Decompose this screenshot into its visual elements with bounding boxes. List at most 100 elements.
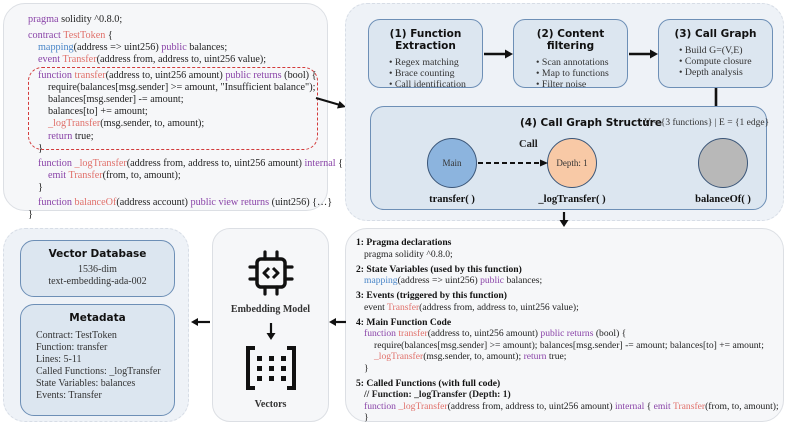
arrow-model-to-vectors (266, 323, 276, 340)
edge-label: Call (519, 139, 538, 150)
code-token: public returns (225, 70, 282, 82)
code-token: _logTransfer (48, 118, 101, 130)
code-line: emit Transfer(from, to, amount); (48, 169, 181, 182)
metadata-item: Contract: TestToken (36, 330, 117, 341)
node-depth: Depth: 1 (556, 158, 588, 168)
analysis-pipeline-panel: (1) Function Extraction Regex matching B… (345, 3, 784, 221)
embedding-model-label: Embedding Model (230, 304, 311, 315)
embedding-model-panel: Embedding Model Vectors (212, 228, 329, 422)
stage-items: Regex matching Brace counting Call ident… (369, 57, 482, 90)
code-token: pragma solidity ^0.8.0; (364, 248, 453, 260)
arrow-stage2-to-stage3 (629, 49, 658, 59)
code-token: function (38, 157, 72, 169)
code-token: balances; (186, 42, 228, 54)
stage-call-graph: (3) Call Graph Build G=(V,E) Compute clo… (658, 19, 773, 88)
code-line: pragma solidity ^0.8.0; (28, 13, 122, 26)
context-code-line: function _logTransfer(address from, addr… (364, 401, 779, 413)
code-token: Transfer (68, 169, 103, 181)
stage-item: Compute closure (679, 56, 772, 67)
graph-node-transfer: Main (427, 138, 477, 188)
code-token: TestToken (63, 30, 106, 42)
code-token: (msg.sender, to, amount); (100, 118, 205, 130)
code-token: (address account) (116, 196, 191, 208)
code-token: { (335, 157, 344, 169)
code-token: balances[to] += amount; (48, 106, 148, 118)
code-token: // Function: _logTransfer (Depth: 1) (364, 389, 511, 400)
code-token: function (364, 400, 396, 412)
node-label-balanceof: balanceOf( ) (695, 194, 751, 205)
code-token: transfer (74, 70, 106, 82)
code-token: (address to, uint256 amount) (105, 70, 226, 82)
code-token: (uint256) {…} (269, 196, 333, 208)
code-token: (from, to, amount); (705, 400, 779, 412)
call-graph-structure: (4) Call Graph Structure V = {3 function… (370, 106, 770, 210)
code-token: emit (48, 169, 67, 181)
node-label-logtransfer: _logTransfer( ) (538, 194, 606, 205)
code-token: (address from, address to, uint256 value… (419, 301, 579, 313)
stage-item: Filter noise (536, 79, 627, 90)
stage-items: Scan annotations Map to functions Filter… (514, 57, 627, 90)
code-line: mapping(address => uint256) public balan… (38, 41, 227, 54)
code-token: balances; (504, 275, 543, 286)
stage-title: (3) Call Graph (674, 28, 757, 40)
code-token: { (105, 30, 113, 42)
code-token: (msg.sender, to, amount); (423, 351, 524, 362)
code-token: Transfer (387, 301, 420, 313)
graph-node-balanceof (698, 138, 748, 188)
code-token: (from, to, amount); (102, 169, 181, 181)
stage-item: Map to functions (536, 68, 627, 79)
code-token: _logTransfer (74, 157, 127, 169)
metadata-item: Function: transfer (36, 342, 108, 353)
code-token: (bool) { (593, 328, 627, 339)
embedding-dimension: 1536-dim (78, 264, 117, 275)
code-token: contract (28, 30, 61, 42)
code-token: (address from, address to, uint256 amoun… (126, 157, 305, 169)
graph-stats: V = {3 functions} | E = {1 edge} (644, 118, 770, 128)
context-section-header: 4: Main Function Code (356, 316, 452, 328)
code-token: true; (72, 130, 94, 142)
code-line: } (38, 142, 43, 155)
context-code-line: _logTransfer(msg.sender, to, amount); re… (374, 351, 566, 363)
code-token: } (364, 362, 369, 374)
code-token: Transfer (672, 400, 706, 412)
stage-item: Brace counting (389, 68, 482, 79)
code-token: } (38, 142, 43, 154)
arrow-context-to-embedding (329, 318, 346, 326)
code-token: { (644, 400, 654, 412)
code-token: function (38, 196, 72, 208)
context-code-line: require(balances[msg.sender] >= amount);… (374, 340, 764, 352)
code-token: _logTransfer (398, 400, 448, 412)
code-token: } (28, 208, 33, 220)
chip-code-icon (248, 250, 294, 296)
metadata-title: Metadata (69, 312, 126, 324)
code-token: function (364, 328, 396, 339)
graph-node-logtransfer: Depth: 1 (547, 138, 597, 188)
vectors-label: Vectors (254, 399, 287, 410)
code-token: public view returns (190, 196, 270, 208)
arrow-stage1-to-stage2 (484, 49, 513, 59)
code-token: require(balances[msg.sender] >= amount, … (48, 82, 316, 94)
code-token: (address => uint256) (397, 275, 481, 286)
context-section-header: 5: Called Functions (with full code) (356, 377, 501, 389)
source-code-panel: pragma solidity ^0.8.0; contract TestToke… (3, 3, 343, 220)
embedding-model-name: text-embedding-ada-002 (48, 276, 147, 287)
node-role: Main (442, 158, 462, 168)
code-line: function balanceOf(address account) publ… (38, 196, 332, 209)
stage-item: Scan annotations (536, 57, 627, 68)
target-function-highlight (28, 67, 318, 150)
metadata-list: Contract: TestToken Function: transfer L… (21, 330, 174, 402)
metadata-box: Metadata Contract: TestToken Function: t… (20, 304, 175, 416)
context-code-line: } (364, 363, 369, 375)
context-code-line: // Function: _logTransfer (Depth: 1) (364, 389, 511, 401)
code-line: contract TestToken { (28, 29, 113, 42)
code-token: } (38, 181, 43, 193)
stage-items: Build G=(V,E) Compute closure Depth anal… (659, 45, 772, 78)
code-token: transfer (398, 328, 428, 339)
stage-content-filtering: (2) Content filtering Scan annotations M… (513, 19, 628, 90)
code-token: emit (653, 400, 671, 412)
arrow-code-to-pipeline (315, 96, 346, 109)
connector-stage3-to-graph (714, 88, 718, 108)
code-line: function transfer(address to, uint256 am… (38, 69, 317, 82)
code-line: function _logTransfer(address from, addr… (38, 157, 343, 170)
code-token: function (38, 70, 72, 82)
